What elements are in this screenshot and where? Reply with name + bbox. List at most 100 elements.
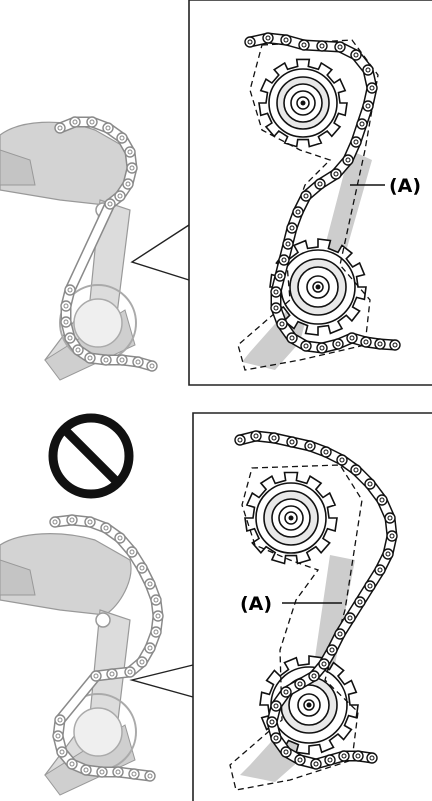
chain-pin — [127, 149, 133, 155]
chain-pin — [67, 287, 73, 293]
chain-pin — [353, 467, 359, 473]
chain-pin — [313, 761, 319, 767]
chain-pin — [339, 457, 345, 463]
chain-pin — [55, 733, 61, 739]
chain-pin — [89, 119, 95, 125]
chain-pin — [387, 515, 393, 521]
top-cage-plate — [242, 150, 372, 370]
chain-pin — [289, 439, 295, 445]
chain-pin — [385, 551, 391, 557]
chain-pin — [355, 753, 361, 759]
top-section: (A) — [0, 0, 432, 386]
top-cage-outline-dashed — [237, 39, 379, 371]
bottom-section: (A) — [0, 412, 432, 801]
chain-pin — [307, 443, 313, 449]
chain-link-inner — [66, 200, 114, 294]
chain-pin — [147, 581, 153, 587]
chain-pin — [117, 535, 123, 541]
chain-pin — [135, 359, 141, 365]
chain-pin — [303, 343, 309, 349]
chain-pin — [353, 139, 359, 145]
chain-pin — [357, 599, 363, 605]
chain-pin — [369, 755, 375, 761]
chain-pin — [131, 771, 137, 777]
chain-pin — [333, 171, 339, 177]
chain-pin — [67, 335, 73, 341]
chain-pin — [83, 767, 89, 773]
chain-pin — [153, 597, 159, 603]
chain-pin — [139, 659, 145, 665]
chain-pin — [265, 35, 271, 41]
chain-pin — [87, 519, 93, 525]
chain-pin — [105, 125, 111, 131]
chain-pin — [87, 355, 93, 361]
chain-pin — [52, 519, 58, 525]
chain-pin — [289, 225, 295, 231]
chain-link-inner — [56, 672, 100, 724]
chain-pin — [349, 335, 355, 341]
chain-pin — [311, 673, 317, 679]
bottom-overview-chain — [49, 514, 164, 782]
chain-pin — [295, 209, 301, 215]
chain-pin — [269, 719, 275, 725]
top-callout-wedge — [130, 224, 190, 281]
chain-pin — [301, 42, 307, 48]
chain-pin — [129, 549, 135, 555]
chain-pin — [303, 193, 309, 199]
chain-pin — [283, 37, 289, 43]
chain-pin — [99, 769, 105, 775]
chain-pin — [279, 321, 285, 327]
chain-pin — [277, 273, 283, 279]
chain-pin — [365, 103, 371, 109]
chain-pin — [119, 357, 125, 363]
bottom-callout-label: (A) — [240, 593, 272, 615]
chain-pin — [283, 749, 289, 755]
chain-pin — [335, 341, 341, 347]
chain-pin — [69, 517, 75, 523]
chain-pin — [273, 305, 279, 311]
chain-pin — [327, 757, 333, 763]
chain-pin — [63, 303, 69, 309]
chain-pin — [117, 193, 123, 199]
bottom-derailleur-overview — [0, 514, 164, 796]
chain-pin — [119, 135, 125, 141]
chain-pin — [59, 749, 65, 755]
chain-pin — [69, 761, 75, 767]
chain-pin — [319, 345, 325, 351]
chain-pin — [337, 631, 343, 637]
chain-pin — [103, 357, 109, 363]
chain-pin — [337, 44, 343, 50]
chain-pin — [107, 201, 113, 207]
chain-pin — [347, 615, 353, 621]
chain-pin — [281, 257, 287, 263]
chain-pin — [57, 717, 63, 723]
top-detail-frame — [188, 0, 432, 386]
chain-pin — [115, 769, 121, 775]
chain-pin — [253, 433, 259, 439]
chain-pin — [297, 681, 303, 687]
prohibition-icon — [48, 413, 134, 499]
chain-pin — [317, 181, 323, 187]
chain-pin — [155, 613, 161, 619]
chain-pin — [153, 629, 159, 635]
chain-pin — [283, 689, 289, 695]
chain-pin — [285, 241, 291, 247]
chain-pin — [103, 525, 109, 531]
chain-pin — [149, 363, 155, 369]
chain-pin — [57, 125, 63, 131]
chain-pin — [247, 39, 253, 45]
top-callout-label: (A) — [389, 175, 421, 197]
chain-pin — [369, 85, 375, 91]
chain-pin — [125, 181, 131, 187]
top-lower-pulley — [269, 238, 367, 336]
chain-pin — [93, 673, 99, 679]
bottom-detail-frame — [192, 412, 432, 801]
chain-pin — [389, 533, 395, 539]
chain-pin — [273, 735, 279, 741]
chain-pin — [63, 319, 69, 325]
chain-pin — [377, 567, 383, 573]
chain-pin — [392, 342, 398, 348]
bottom-callout-wedge — [129, 664, 194, 698]
chain-pin — [237, 437, 243, 443]
